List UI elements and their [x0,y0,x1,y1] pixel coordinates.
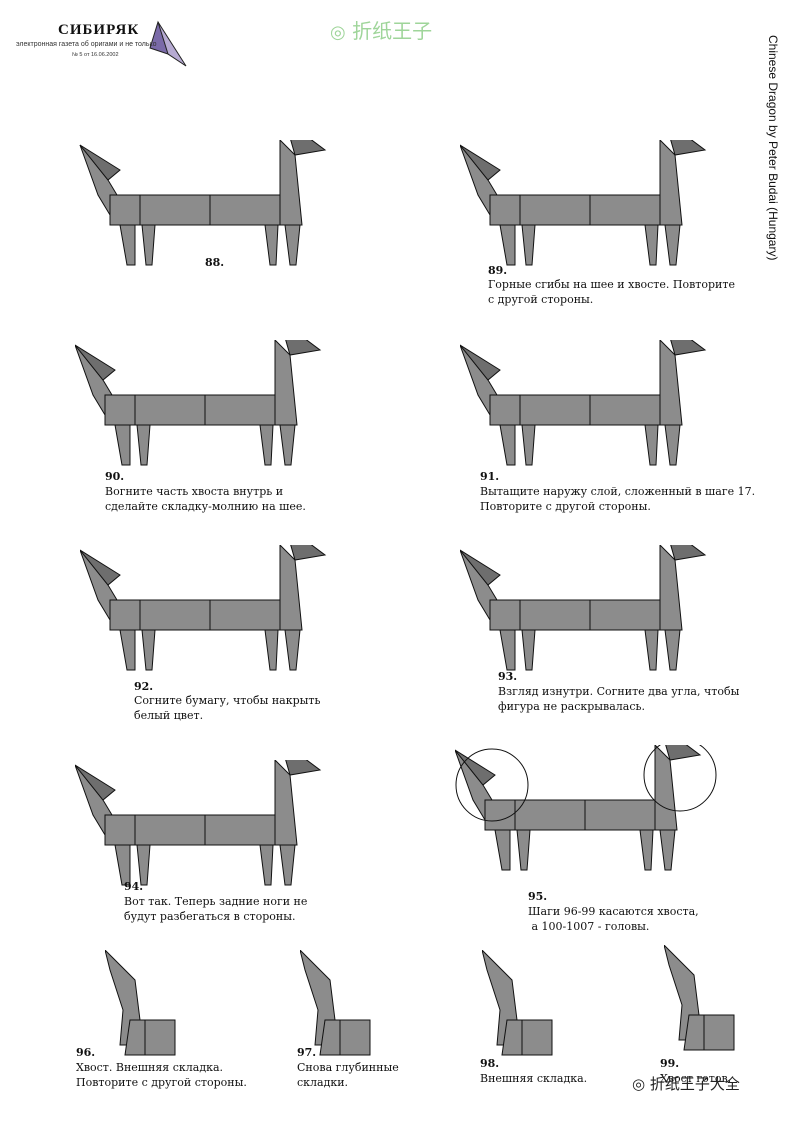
step-number: 96. [76,1046,96,1059]
figure-98 [482,950,553,1056]
figure-91 [460,340,706,466]
step-caption: Хвост готов. [660,1072,732,1085]
figure-93 [460,545,706,671]
step-number: 99. [660,1057,680,1070]
side-title-text: Chinese Dragon by Peter Budai (Hungary) [766,35,780,261]
crane-logo-icon [149,20,187,67]
step-caption: Шаги 96-99 касаются хвоста, а 100-1007 -… [528,905,699,933]
side-title: Chinese Dragon by Peter Budai (Hungary) [762,35,782,295]
step-number: 94. [124,880,144,893]
logo-subtitle: электронная газета об оригами и не тольк… [16,41,157,48]
footer-watermark: ◎ 折纸王子大全 [632,1073,740,1094]
wechat-icon: ◎ [330,22,346,43]
figure-97 [300,950,371,1056]
step-number: 91. [480,470,500,483]
step-number: 98. [480,1057,500,1070]
step-caption: Внешняя складка. [480,1072,588,1085]
logo-title: СИБИРЯК [58,22,140,38]
step-number: 89. [488,264,508,277]
step-caption: Хвост. Внешняя складка.Повторите с друго… [76,1061,247,1089]
step-number: 93. [498,670,518,683]
logo-issue: № 5 от 16.06.2002 [72,52,119,58]
step-caption: Вытащите наружу слой, сложенный в шаге 1… [480,485,756,513]
wechat-icon: ◎ [632,1075,646,1093]
step-number: 88. [205,256,225,269]
figure-96 [105,950,176,1056]
step-number: 90. [105,470,125,483]
step-number: 92. [134,680,154,693]
figure-89 [460,140,706,266]
figure-95 [455,745,717,871]
figure-90 [75,340,321,466]
step-number: 97. [297,1046,317,1059]
figure-94 [75,760,321,886]
step-number: 95. [528,890,548,903]
figure-92 [80,545,326,671]
figure-99 [664,945,735,1051]
watermark: ◎ 折纸王子 [330,15,432,44]
footer-watermark-text: 折纸王子大全 [649,1075,740,1093]
watermark-text: 折纸王子 [352,19,433,43]
